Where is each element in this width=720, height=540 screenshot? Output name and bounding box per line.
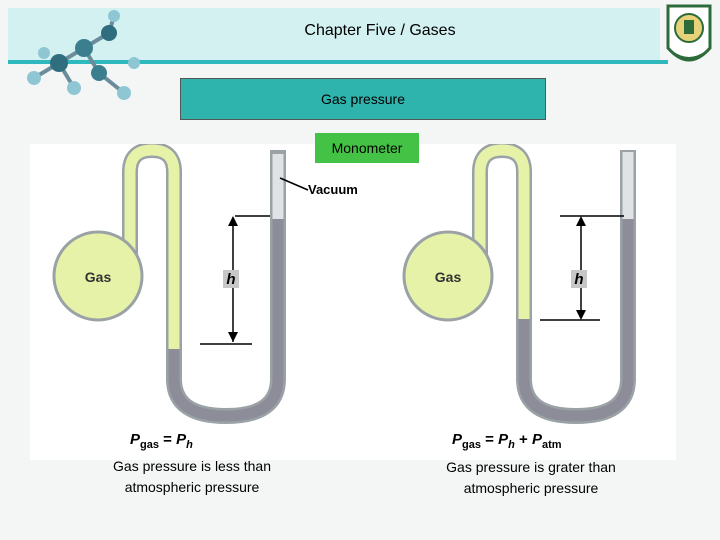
left-caption: Gas pressure is less than atmospheric pr… [92,456,292,498]
manometer-figure: Gas h Vacuum Pgas = Ph Gas h [30,141,676,460]
chapter-title: Chapter Five / Gases [304,22,456,39]
left-formula: Pgas = Ph [130,431,193,451]
vacuum-label: Vacuum [308,182,358,197]
right-caption-line2: atmospheric pressure [463,480,599,496]
university-emblem-icon [666,4,712,62]
left-h-label: h [226,271,235,288]
section-title: Gas pressure [180,78,546,120]
right-caption: Gas pressure is grater than atmospheric … [420,457,642,499]
right-formula: Pgas = Ph + Patm [452,431,562,451]
right-caption-line1: Gas pressure is grater than [446,459,616,475]
left-manometer: Gas h Vacuum Pgas = Ph [52,141,358,451]
molecule-icon [27,10,140,100]
right-manometer: Gas h Pgas = Ph + Patm [402,141,636,451]
left-gas-label: Gas [85,269,112,285]
left-caption-line1: Gas pressure is less than [113,458,271,474]
header-divider [8,60,668,64]
monometer-tag: Monometer [315,133,419,163]
left-caption-line2: atmospheric pressure [124,479,260,495]
right-gas-label: Gas [435,269,462,285]
right-h-label: h [574,271,583,288]
